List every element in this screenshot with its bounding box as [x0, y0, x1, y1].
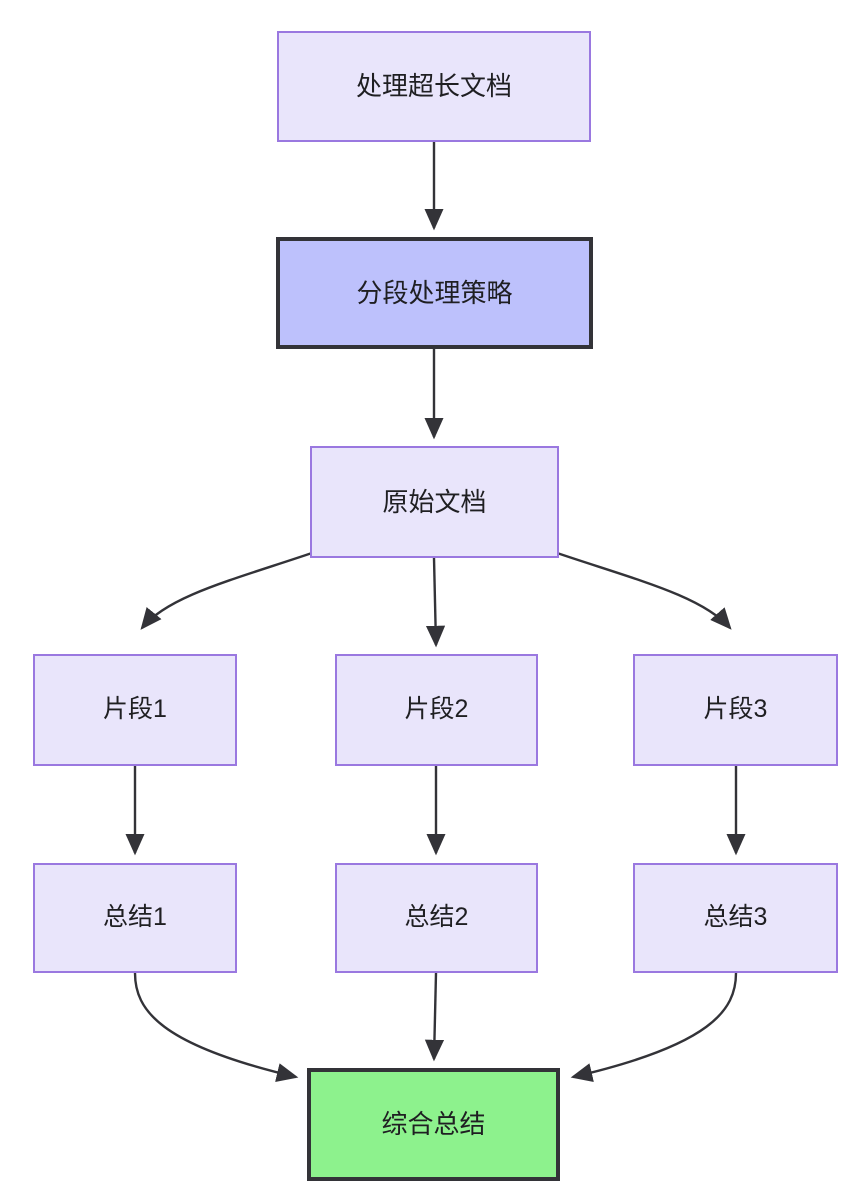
node-chunk-1[interactable]: 片段1 — [33, 654, 237, 766]
edge-summary1-to-final — [133, 972, 299, 1082]
edge-source-to-chunk3 — [556, 551, 732, 630]
edge-source-to-chunk1 — [140, 551, 313, 630]
node-label: 综合总结 — [381, 1109, 486, 1140]
node-process-long-document[interactable]: 处理超长文档 — [277, 31, 591, 142]
edge-summary2-to-final — [424, 972, 445, 1062]
node-chunking-strategy[interactable]: 分段处理策略 — [276, 237, 593, 349]
node-label: 总结1 — [103, 903, 167, 932]
edge-source-to-chunk2 — [425, 557, 446, 648]
node-summary-2[interactable]: 总结2 — [335, 863, 538, 973]
node-label: 片段2 — [404, 695, 469, 724]
node-label: 总结3 — [703, 903, 768, 932]
node-label: 片段3 — [703, 695, 768, 724]
node-label: 原始文档 — [382, 486, 487, 517]
edge-summary3-to-final — [570, 972, 738, 1083]
node-label: 分段处理策略 — [356, 277, 513, 308]
node-chunk-3[interactable]: 片段3 — [633, 654, 838, 766]
node-chunk-2[interactable]: 片段2 — [335, 654, 538, 766]
node-source-document[interactable]: 原始文档 — [310, 446, 559, 558]
node-label: 片段1 — [103, 695, 167, 724]
node-label: 处理超长文档 — [355, 71, 512, 102]
node-final-summary[interactable]: 综合总结 — [307, 1068, 560, 1181]
node-summary-1[interactable]: 总结1 — [33, 863, 237, 973]
node-label: 总结2 — [404, 903, 469, 932]
node-summary-3[interactable]: 总结3 — [633, 863, 838, 973]
